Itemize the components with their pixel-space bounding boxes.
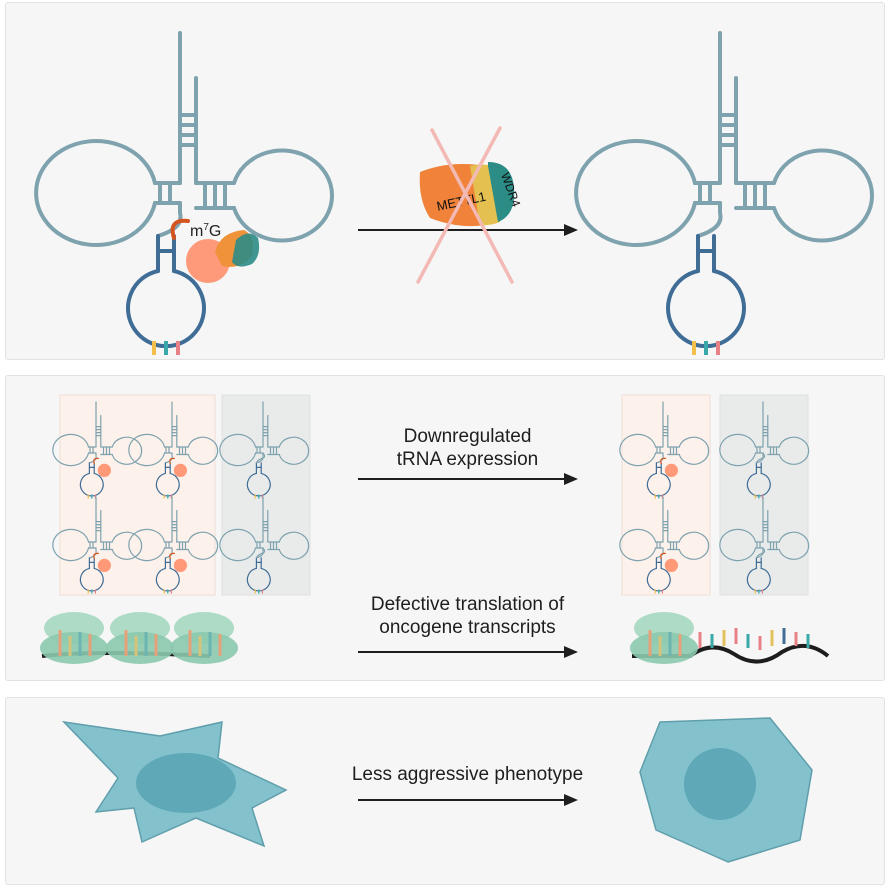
caption-line-1: Downregulated: [403, 426, 532, 447]
modified-trna: [34, 31, 335, 357]
inhibition-cross: [416, 126, 514, 284]
methyltransferase-complex-small-icon: [215, 230, 260, 267]
polysome-mrna: [38, 610, 240, 666]
caption-line-2: tRNA expression: [396, 449, 539, 470]
mettl1-wdr4-complex: METTL1 WDR4: [419, 162, 523, 227]
caption-line-2: oncogene transcripts: [379, 617, 556, 638]
less-aggressive-caption: Less aggressive phenotype: [351, 764, 584, 785]
high-trna-group-box: [59, 394, 216, 596]
defective-translation-mrna: [628, 610, 830, 666]
arrow-2: [358, 473, 578, 485]
less-aggressive-cell: [639, 717, 813, 863]
defective-translation-caption: Defective translation of oncogene transc…: [335, 593, 600, 639]
m7g-label: m7G: [190, 222, 221, 240]
unmodified-trna: [574, 31, 875, 357]
arrow-1: [358, 224, 578, 236]
caption-line-1: Defective translation of: [370, 594, 565, 615]
aggressive-cell: [61, 720, 288, 848]
arrow-4: [358, 794, 578, 806]
control-trna-group-box: [221, 394, 311, 596]
arrow-3: [358, 646, 578, 658]
downregulated-trna-caption: Downregulated tRNA expression: [355, 425, 580, 471]
